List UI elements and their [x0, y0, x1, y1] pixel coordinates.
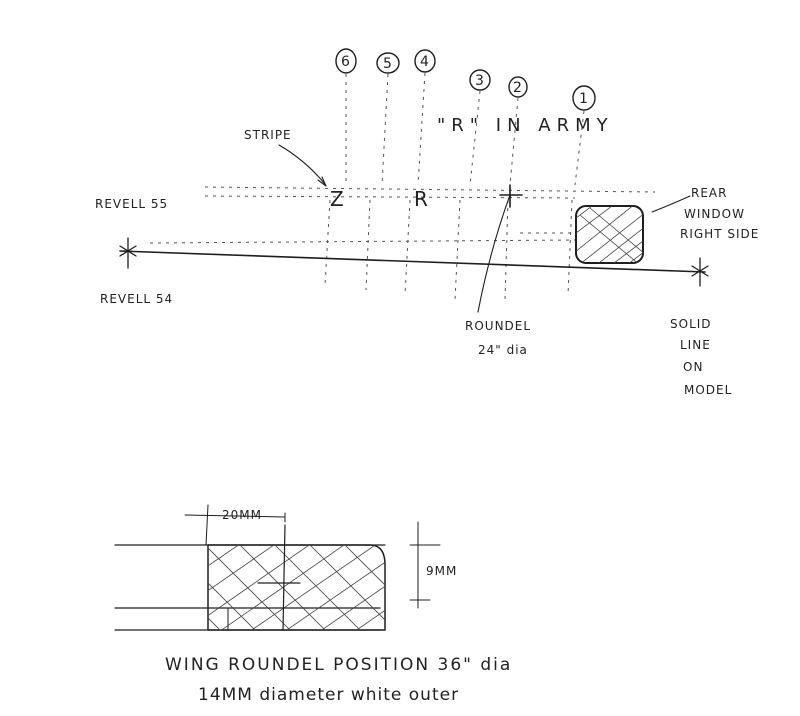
revell-54-label: REVELL 54 [100, 292, 173, 306]
svg-text:ROUNDEL: ROUNDEL [465, 319, 531, 333]
svg-text:4: 4 [420, 54, 430, 70]
station-marker-5: 5 [376, 52, 400, 74]
station-marker-2: 2 [508, 76, 528, 98]
stripe-lines [149, 186, 656, 244]
rear-window-label: REAR WINDOW RIGHT SIDE [680, 186, 759, 241]
svg-text:LINE: LINE [680, 338, 711, 352]
rear-window-hatched [575, 205, 644, 264]
svg-text:MODEL: MODEL [684, 383, 732, 397]
roundel-leader-line [477, 194, 511, 313]
svg-text:24" dia: 24" dia [478, 343, 528, 357]
svg-text:SOLID: SOLID [670, 317, 712, 331]
svg-text:1: 1 [579, 91, 589, 107]
stripe-label: STRIPE [244, 128, 292, 142]
wing-diagram: 20MM 9MM [114, 504, 457, 631]
solid-model-line [119, 250, 706, 273]
station-guide-lines [324, 72, 585, 301]
svg-text:ON: ON [683, 360, 703, 374]
svg-text:2: 2 [513, 80, 523, 96]
letter-r: R [414, 187, 429, 211]
solid-line-label: SOLID LINE ON MODEL [670, 317, 732, 397]
roundel-cross-marker [499, 184, 523, 208]
station-marker-6: 6 [335, 48, 357, 74]
letter-z: Z [330, 187, 345, 211]
wing-hatching [208, 545, 385, 630]
station-marker-1: 1 [572, 85, 596, 111]
station-marker-3: 3 [469, 69, 491, 91]
svg-text:3: 3 [475, 73, 485, 89]
wing-caption-line1: WING ROUNDEL POSITION 36" dia [165, 655, 512, 675]
wing-caption-line2: 14MM diameter white outer [198, 685, 459, 705]
right-star-marker [691, 257, 709, 287]
revell-55-label: REVELL 55 [95, 197, 168, 211]
left-star-marker [119, 237, 137, 269]
wing-height-dimension: 9MM [426, 564, 457, 578]
rear-window-leader [651, 195, 691, 213]
svg-text:6: 6 [341, 54, 351, 70]
wing-width-dimension: 20MM [222, 508, 262, 522]
station-marker-4: 4 [414, 49, 436, 73]
stripe-arrow [278, 144, 326, 185]
svg-text:WINDOW: WINDOW [684, 207, 745, 221]
r-in-army-label: "R" IN ARMY [437, 115, 614, 136]
stripe-arrow-head [317, 176, 327, 187]
svg-text:5: 5 [383, 56, 393, 72]
roundel-label: ROUNDEL 24" dia [465, 319, 531, 357]
svg-text:RIGHT SIDE: RIGHT SIDE [680, 227, 759, 241]
svg-text:REAR: REAR [691, 186, 727, 200]
